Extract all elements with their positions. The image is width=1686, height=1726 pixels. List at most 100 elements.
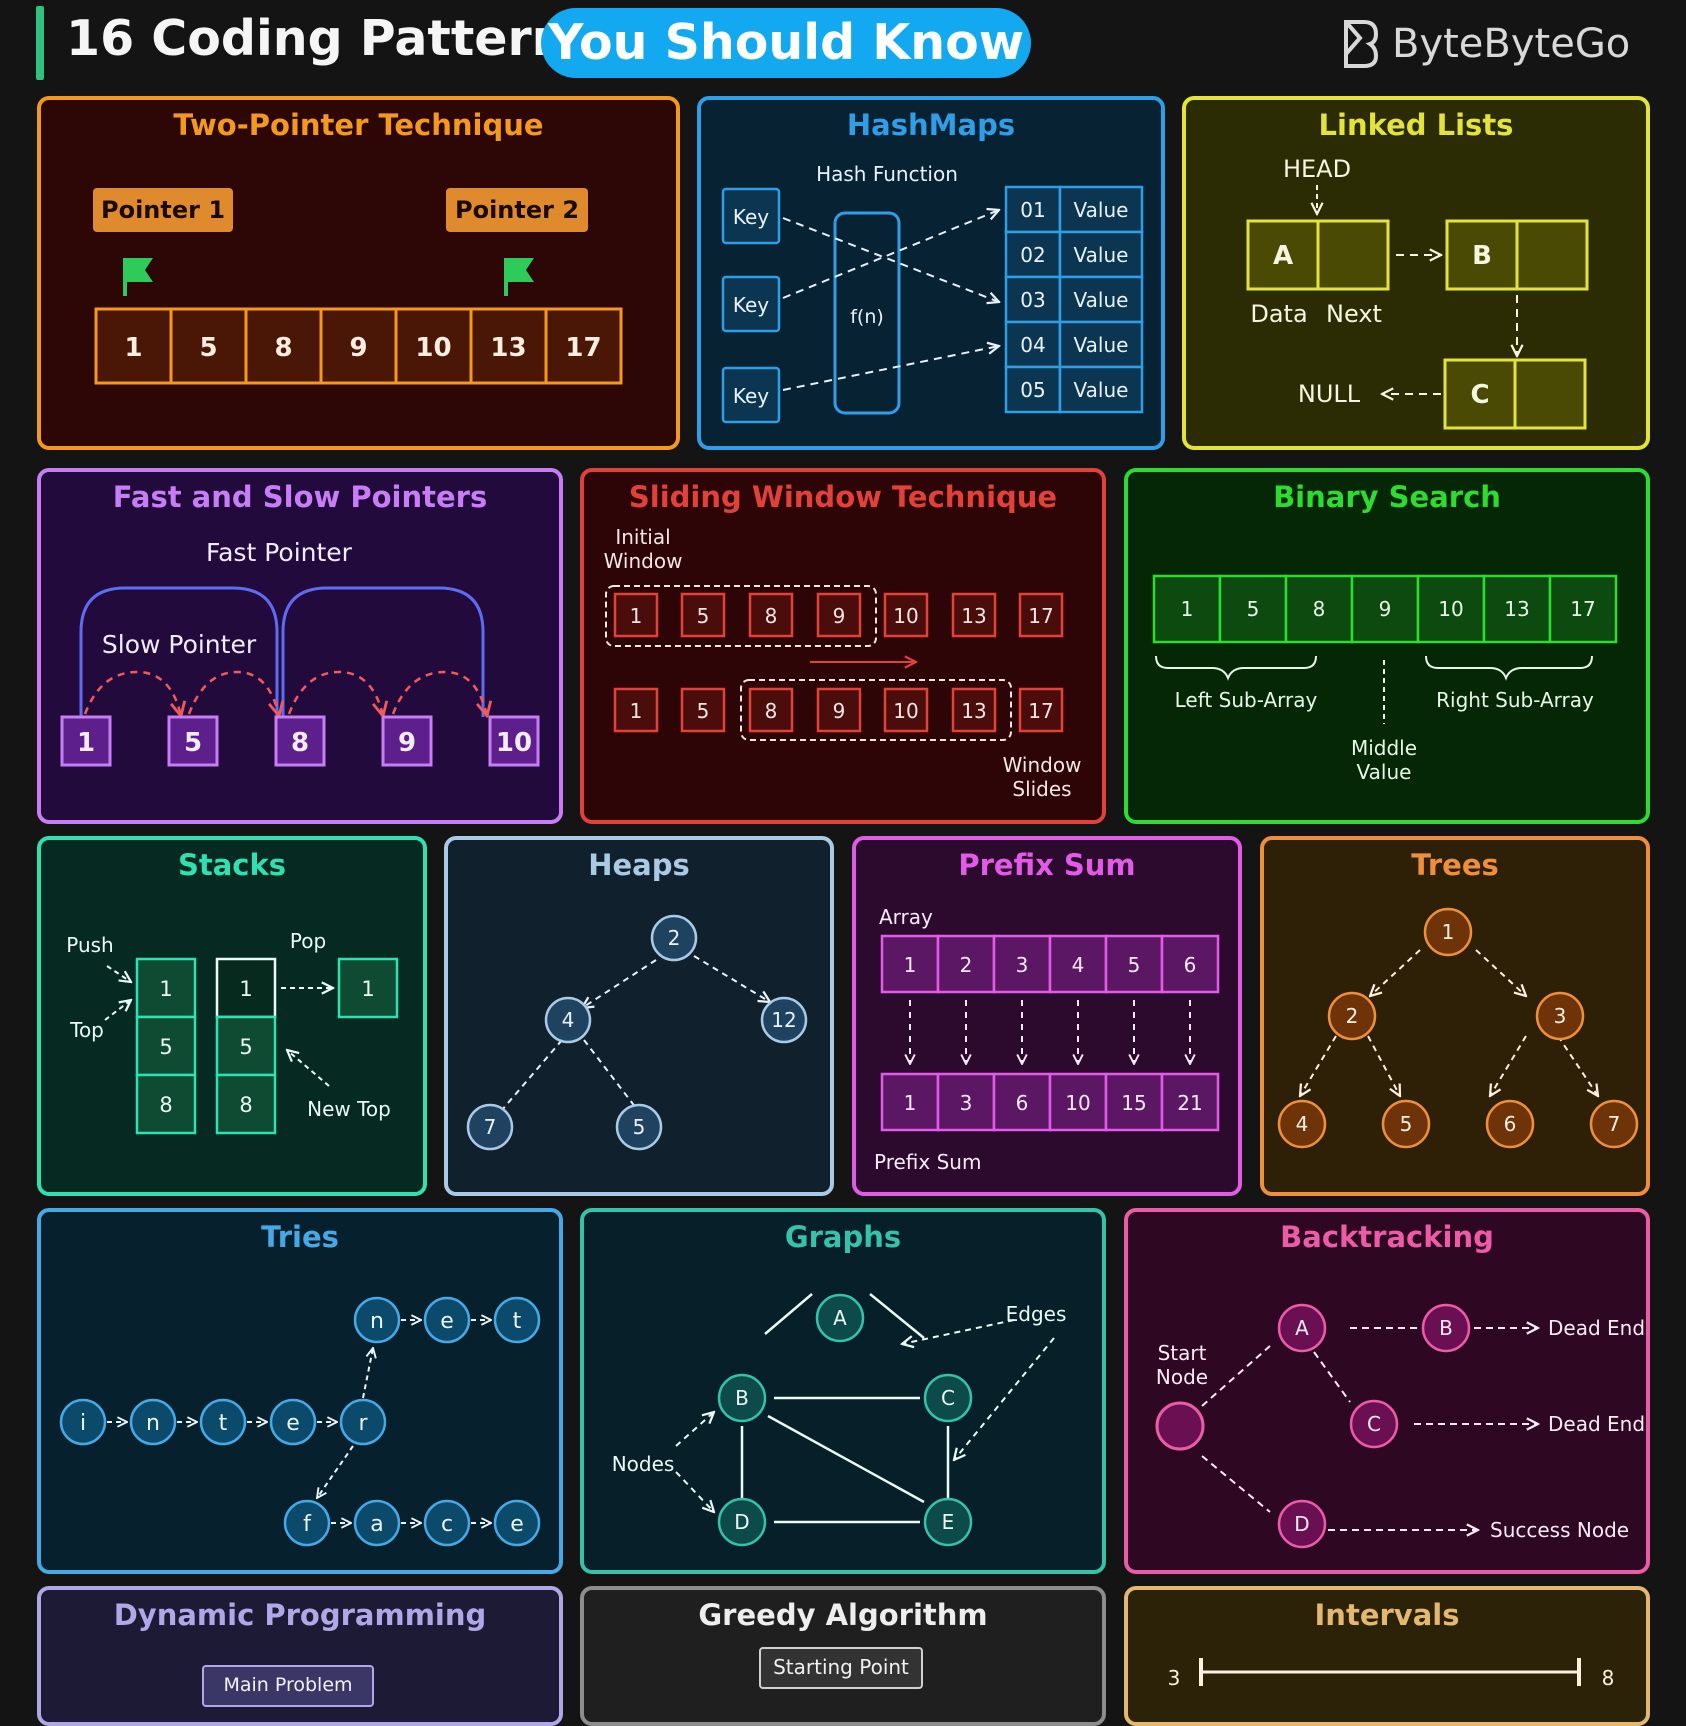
list-node [274,715,326,767]
window-cell [951,687,997,733]
array-cell-value: 9 [349,333,367,363]
edges-label: Edges [1006,1302,1067,1326]
svg-text:Slides: Slides [1012,777,1071,801]
node-a: A [1246,219,1390,291]
new-top-label: New Top [307,1097,391,1121]
hash-index: 04 [1020,333,1045,357]
window-cell [816,592,862,638]
node-b: B [1445,219,1589,291]
hash-value: Value [1074,288,1129,312]
list-node-value: 5 [184,728,202,758]
backtracking-node [1277,1303,1327,1353]
left-sub-array-label: Left Sub-Array [1175,688,1318,712]
tree-node [1589,1099,1639,1149]
trie-node-letter: n [370,1309,384,1334]
tree-node-value: 6 [1504,1112,1517,1136]
prefix-sum-label: Prefix Sum [874,1150,981,1174]
hash-value-cell [1058,320,1144,369]
array-cell-value: 8 [274,333,292,363]
array-cell-value: 6 [1184,953,1197,977]
hash-key-label: Key [733,205,769,229]
tree-node-value: 7 [1608,1112,1621,1136]
array-cell-value: 4 [1072,953,1085,977]
hash-value: Value [1074,198,1129,222]
window-cell-value: 8 [765,604,778,628]
hash-index: 01 [1020,198,1045,222]
trie-node [353,1296,401,1344]
tree-node-value: 2 [1346,1004,1359,1028]
search-cell-value: 9 [1379,597,1392,621]
window-cell-value: 9 [833,604,846,628]
success-node-label: Success Node [1490,1518,1629,1542]
intervals-title: Intervals [1314,1598,1460,1632]
sum-cell-value: 21 [1177,1091,1202,1115]
window-cell [613,592,659,638]
stack-item [135,957,197,1019]
list-node [488,715,540,767]
heap-node [466,1103,514,1151]
stack-item [215,1015,277,1077]
graph-node-label: E [942,1510,955,1534]
window-cell-value: 5 [697,699,710,723]
svg-text:A: A [1273,241,1293,271]
hash-value: Value [1074,243,1129,267]
fast-pointer-label: Fast Pointer [206,538,353,567]
tree-node [1423,907,1473,957]
trie-node-letter: e [440,1309,454,1334]
dead-end-label: Dead End [1548,1412,1645,1436]
svg-text:1: 1 [361,977,374,1001]
array-cell-value: 3 [1016,953,1029,977]
interval-start: 3 [1168,1666,1181,1690]
hash-index: 02 [1020,243,1045,267]
greedy-title: Greedy Algorithm [698,1598,988,1632]
page-title: 16 Coding Patterns [66,10,596,67]
array-cell [936,934,996,994]
slid-window-frame [740,679,1012,741]
linked-lists-title: Linked Lists [1318,108,1514,142]
list-node-value: 10 [496,728,532,758]
search-cell-value: 10 [1438,597,1463,621]
two-pointer-title: Two-Pointer Technique [173,108,544,142]
list-node-value: 9 [398,728,416,758]
trie-node-letter: f [303,1512,312,1537]
left-brace [1155,655,1317,681]
sum-cell-value: 3 [960,1091,973,1115]
tree-node [1485,1099,1535,1149]
list-node-value: 1 [77,728,95,758]
array-cell [1048,934,1108,994]
head-label: HEAD [1283,155,1351,183]
window-cell-value: 17 [1028,699,1053,723]
backtracking-title: Backtracking [1280,1220,1494,1254]
array-cell [544,307,623,385]
stack-item-value: 5 [239,1035,252,1059]
svg-text:Value: Value [1357,760,1412,784]
dp-title: Dynamic Programming [113,1598,487,1632]
trie-node-letter: c [441,1512,453,1537]
trie-node [353,1499,401,1547]
heap-node [615,1103,663,1151]
graph-node-label: D [734,1510,749,1534]
heap-node-value: 7 [484,1115,497,1139]
prefix-sum-title: Prefix Sum [958,848,1136,882]
heap-node [760,996,808,1044]
svg-text:B: B [1472,241,1492,271]
hash-function-box [833,211,901,415]
stack-item-value: 1 [239,977,252,1001]
trie-node [199,1398,247,1446]
heaps-title: Heaps [588,848,690,882]
stack-item-value: 8 [159,1093,172,1117]
popped-item: 1 [337,957,399,1019]
